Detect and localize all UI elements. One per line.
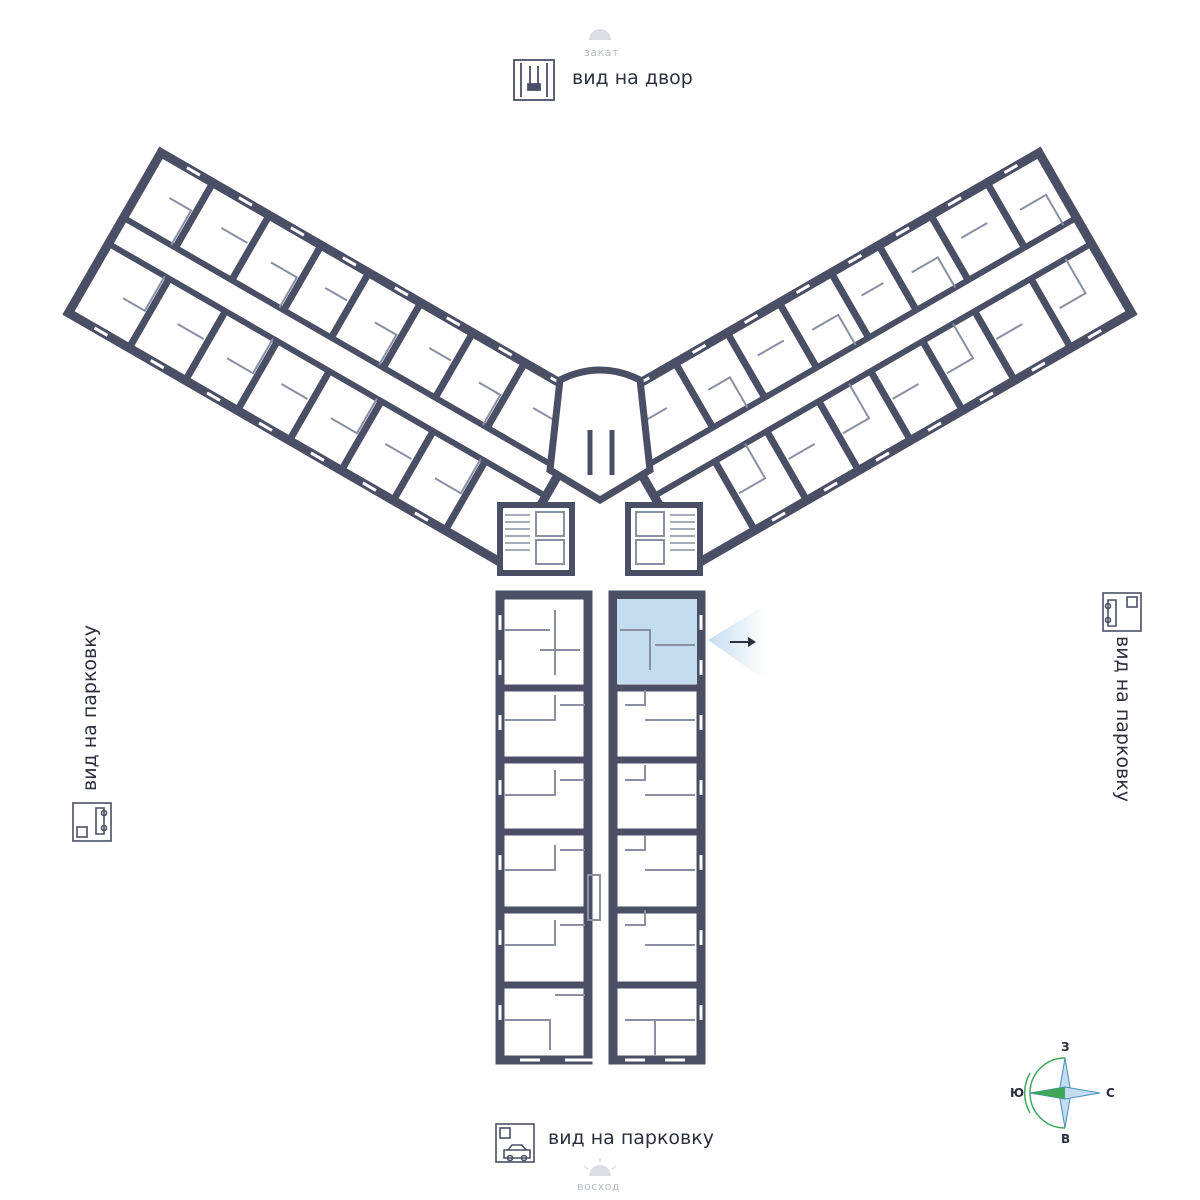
compass-north: С [1106,1086,1115,1100]
view-top-label: вид на двор [572,67,693,89]
selected-apartment[interactable] [617,599,697,684]
wing-northwest [62,146,605,572]
view-left-label: вид на парковку [79,625,101,791]
view-bottom-label: вид на парковку [548,1127,714,1149]
view-right-label: вид на парковку [1112,636,1134,802]
parking-icon-bottom [495,1123,535,1163]
playground-swing-icon [513,59,555,101]
sunset-label: закат [584,46,619,59]
stairwell-left [497,502,575,576]
compass-south: Ю [1010,1086,1025,1100]
sunset-icon [589,29,611,40]
parking-icon-right [1102,592,1142,632]
compass-east: В [1061,1132,1071,1146]
parking-icon-left [72,802,112,842]
stairwell-right [625,502,703,576]
view-direction-arrow-icon [708,605,765,680]
wing-northeast [595,146,1138,572]
central-hub [497,366,703,576]
compass-rose-icon [1023,1057,1101,1129]
compass-west: З [1061,1040,1070,1054]
sunrise-icon [583,1158,617,1176]
wing-south [495,590,706,1065]
sunrise-label: восход [577,1180,621,1193]
